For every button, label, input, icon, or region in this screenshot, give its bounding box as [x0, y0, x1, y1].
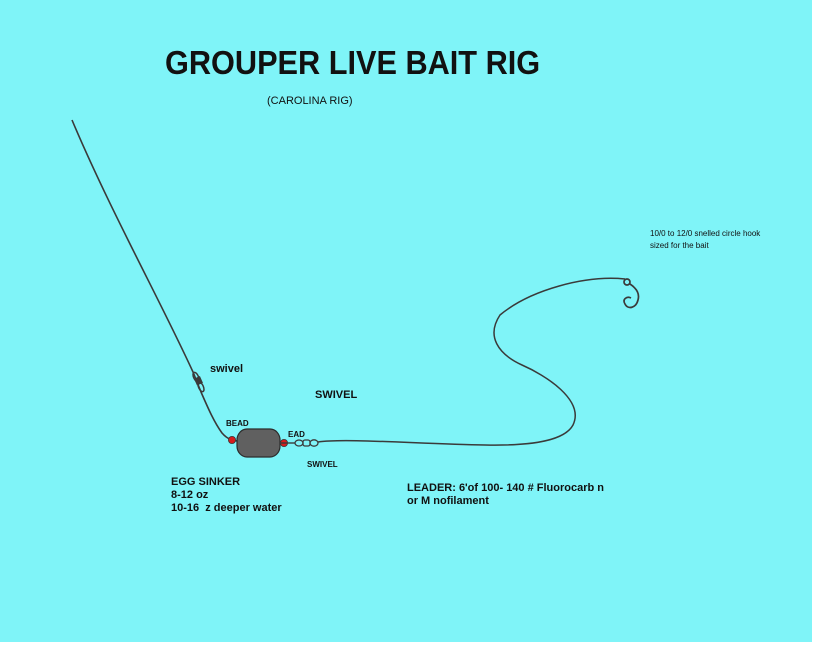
leader-note-line-1: LEADER: 6'of 100- 140 # Fluorocarb n	[407, 482, 604, 494]
sinker-note-line-2: 8-12 oz	[171, 489, 209, 501]
sinker-note-line-1: EGG SINKER	[171, 476, 241, 488]
bead-right-label: EAD	[288, 430, 305, 439]
swivel-low-label: SWIVEL	[307, 460, 338, 469]
circle-hook-icon	[623, 278, 640, 309]
diagram-title: GROUPER LIVE BAIT RIG	[165, 44, 541, 81]
barrel-swivel-icon	[294, 439, 319, 447]
leader-note-line-2: or M nofilament	[407, 495, 489, 507]
bead-left-label: BEAD	[226, 419, 249, 428]
swivel-mid-label: SWIVEL	[315, 389, 358, 401]
sinker-note: EGG SINKER 8-12 oz 10-16 z deeper water	[171, 476, 282, 515]
main-line	[71, 119, 241, 442]
egg-sinker-icon	[236, 428, 281, 458]
top-swivel-icon	[192, 371, 205, 393]
leader-note: LEADER: 6'of 100- 140 # Fluorocarb n or …	[407, 482, 604, 508]
hook-note: 10/0 to 12/0 snelled circle hook sized f…	[650, 228, 760, 252]
swivel-top-label: swivel	[210, 363, 244, 375]
hook-note-line-2: sized for the bait	[650, 241, 709, 250]
diagram-background	[0, 0, 812, 642]
hook-note-line-1: 10/0 to 12/0 snelled circle hook	[650, 229, 761, 238]
leader-line	[317, 277, 626, 446]
sinker-note-line-3: 10-16 z deeper water	[171, 502, 282, 514]
bead-left-icon	[227, 435, 236, 444]
diagram-subtitle: (CAROLINA RIG)	[267, 95, 353, 107]
